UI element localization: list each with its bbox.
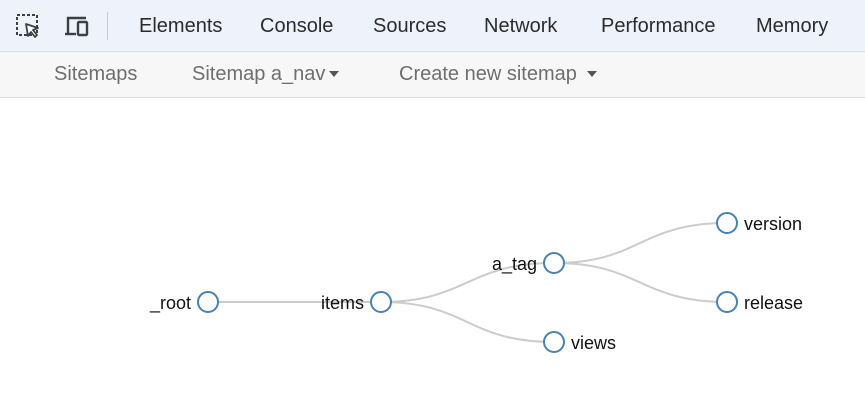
- create-sitemap-dropdown[interactable]: Create new sitemap: [399, 63, 597, 86]
- node-label: version: [744, 214, 802, 234]
- graph-node[interactable]: views: [543, 331, 616, 353]
- node-circle[interactable]: [716, 212, 738, 234]
- graph-node[interactable]: a_tag: [492, 252, 565, 275]
- node-label: release: [744, 293, 803, 313]
- graph-node[interactable]: _root: [149, 291, 219, 314]
- tab-elements[interactable]: Elements: [139, 15, 223, 37]
- graph-node[interactable]: release: [716, 291, 803, 313]
- graph-node[interactable]: version: [716, 212, 802, 234]
- tab-sources[interactable]: Sources: [373, 15, 447, 37]
- node-label: a_tag: [492, 254, 537, 275]
- node-label: views: [571, 333, 616, 353]
- tab-network[interactable]: Network: [484, 15, 558, 37]
- node-circle[interactable]: [370, 291, 392, 313]
- sitemap-navbar: Sitemaps Sitemap a_nav Create new sitema…: [0, 52, 865, 98]
- graph-link: [553, 222, 728, 264]
- caret-down-icon: [329, 70, 340, 77]
- node-circle[interactable]: [716, 291, 738, 313]
- device-toolbar-icon[interactable]: [62, 12, 90, 40]
- sitemap-dropdown-label: Sitemap a_nav: [192, 63, 326, 85]
- tab-performance[interactable]: Performance: [601, 15, 716, 37]
- selector-graph: _root items a_tag views version release: [149, 212, 803, 353]
- tab-memory[interactable]: Memory: [756, 15, 829, 37]
- node-circle[interactable]: [543, 252, 565, 274]
- create-sitemap-label: Create new sitemap: [399, 63, 577, 85]
- toolbar-divider: [107, 12, 108, 40]
- graph-link: [380, 262, 555, 303]
- sitemap-dropdown[interactable]: Sitemap a_nav: [192, 63, 340, 86]
- caret-down-icon: [586, 70, 597, 77]
- graph-link: [553, 262, 728, 303]
- sitemaps-link[interactable]: Sitemaps: [54, 63, 138, 85]
- graph-node[interactable]: items: [321, 291, 392, 313]
- inspect-element-icon[interactable]: [14, 12, 42, 40]
- graph-link: [380, 301, 555, 343]
- tab-console[interactable]: Console: [260, 15, 334, 37]
- node-label: _root: [149, 293, 191, 314]
- node-circle[interactable]: [543, 331, 565, 353]
- devtools-tabbar: Elements Console Sources Network Perform…: [0, 0, 865, 52]
- node-label: items: [321, 293, 364, 313]
- node-circle[interactable]: [197, 291, 219, 313]
